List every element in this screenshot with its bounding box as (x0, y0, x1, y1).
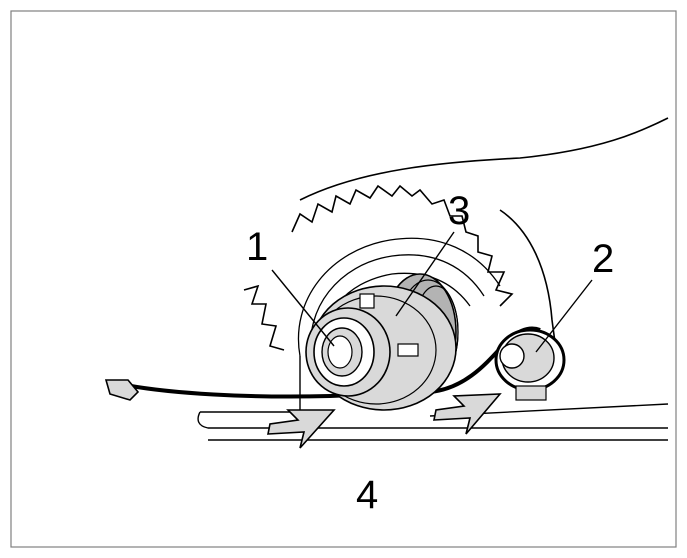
gear (243, 184, 514, 351)
callout-1: 1 (246, 225, 268, 269)
arrow-right (433, 393, 502, 435)
housing-side (499, 209, 557, 351)
cord-handle-end (104, 379, 140, 401)
housing-outline (299, 117, 669, 201)
callout-3: 3 (448, 189, 470, 233)
figure-frame (10, 10, 677, 548)
hub (305, 307, 391, 397)
cord-guide (494, 328, 566, 401)
press-arrows (267, 393, 502, 449)
arrow-left (267, 409, 336, 449)
callout-4: 4 (356, 473, 378, 517)
callout-2: 2 (592, 237, 614, 281)
leader-lines (271, 231, 593, 353)
base-plate (197, 356, 669, 441)
